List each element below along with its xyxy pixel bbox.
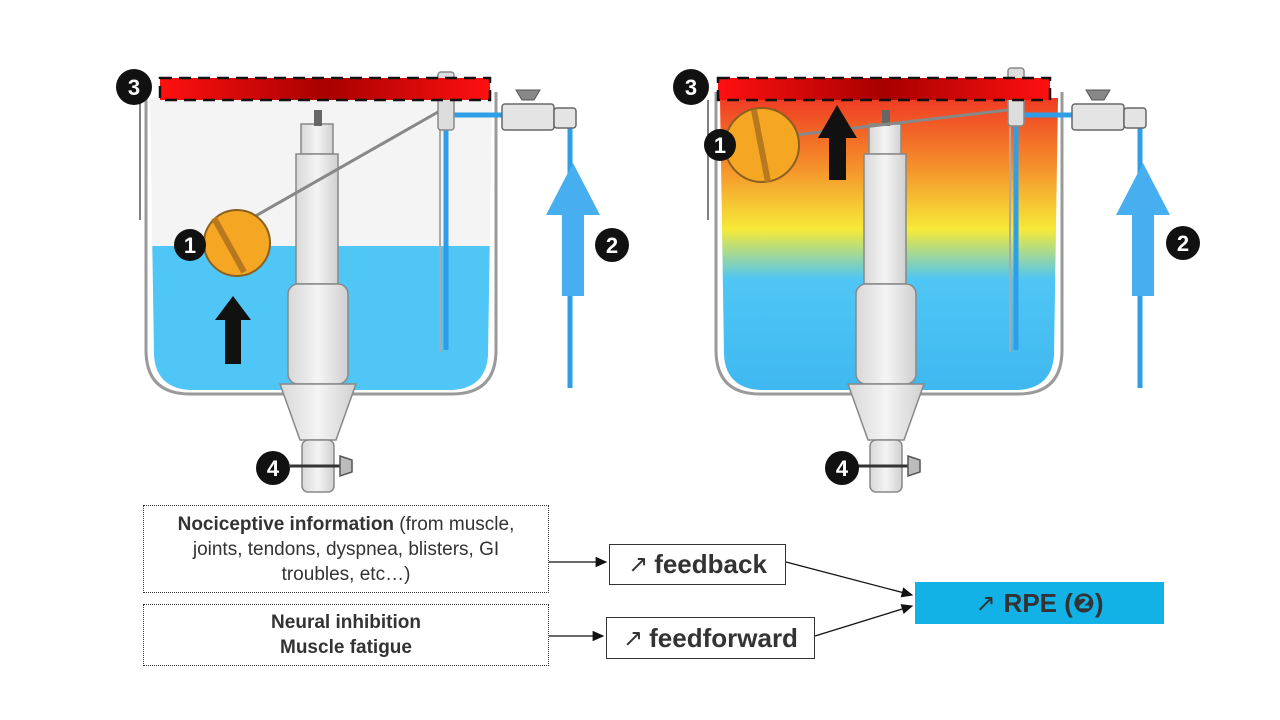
- marker-2-right: 2: [1166, 226, 1200, 260]
- right-tank: [707, 67, 1170, 493]
- svg-text:4: 4: [267, 456, 280, 481]
- neural-inhibition-box: Neural inhibition Muscle fatigue: [143, 604, 549, 666]
- increase-arrow-icon: ↗: [628, 551, 649, 578]
- nociceptive-info-box: Nociceptive information (from muscle, jo…: [143, 505, 549, 593]
- feedforward-box: ↗ feedforward: [606, 617, 815, 659]
- svg-text:2: 2: [1177, 231, 1189, 256]
- svg-text:1: 1: [184, 233, 196, 258]
- left-inflow-arrow: [546, 163, 600, 296]
- right-shutoff-valve: [1071, 103, 1125, 131]
- right-inflow-arrow: [1116, 163, 1170, 296]
- feedback-box: ↗ feedback: [609, 544, 786, 585]
- noci-line-3: troubles, etc…): [281, 563, 411, 585]
- rpe-box: ↗ RPE (❷): [915, 582, 1164, 624]
- svg-text:3: 3: [685, 75, 697, 100]
- marker-3-right: 3: [673, 69, 709, 105]
- svg-text:2: 2: [606, 233, 618, 258]
- left-limit-bar: [158, 76, 492, 102]
- noci-line-2: joints, tendons, dyspnea, blisters, GI: [192, 538, 500, 560]
- noci-title: Nociceptive information: [177, 513, 395, 535]
- left-float-up-arrow: [215, 296, 251, 364]
- svg-text:1: 1: [714, 133, 726, 158]
- right-drain-tap: [907, 454, 921, 478]
- left-float-arm: [251, 110, 439, 220]
- marker-2-left: 2: [595, 228, 629, 262]
- connector-feedback-rpe: [785, 561, 914, 598]
- marker-4-right: 4: [825, 451, 859, 485]
- feedforward-label: feedforward: [649, 622, 798, 653]
- increase-arrow-icon: ↗: [975, 589, 996, 617]
- rpe-label: RPE (❷): [1003, 587, 1104, 618]
- noci-line-1: Nociceptive information (from muscle,: [144, 512, 548, 537]
- svg-text:3: 3: [128, 75, 140, 100]
- right-flush-cone: [846, 383, 926, 441]
- svg-text:4: 4: [836, 456, 849, 481]
- marker-3-left: 3: [116, 69, 152, 105]
- left-drain-tap: [339, 454, 353, 478]
- noci-rest: (from muscle,: [394, 513, 515, 535]
- marker-1-right: 1: [704, 129, 736, 161]
- neural-line-2: Muscle fatigue: [280, 637, 412, 658]
- neural-line-1: Neural inhibition: [271, 612, 421, 633]
- right-limit-bar: [716, 76, 1052, 102]
- feedback-label: feedback: [654, 549, 767, 579]
- left-shutoff-valve: [501, 103, 555, 131]
- marker-4-left: 4: [256, 451, 290, 485]
- marker-1-left: 1: [174, 229, 206, 261]
- left-tank: [139, 71, 600, 493]
- connector-feedforward-rpe: [814, 604, 914, 637]
- right-float-up-arrow: [818, 105, 857, 180]
- left-flush-cone: [278, 383, 358, 441]
- increase-arrow-icon: ↗: [623, 624, 644, 652]
- right-overflow-tube: [863, 153, 907, 285]
